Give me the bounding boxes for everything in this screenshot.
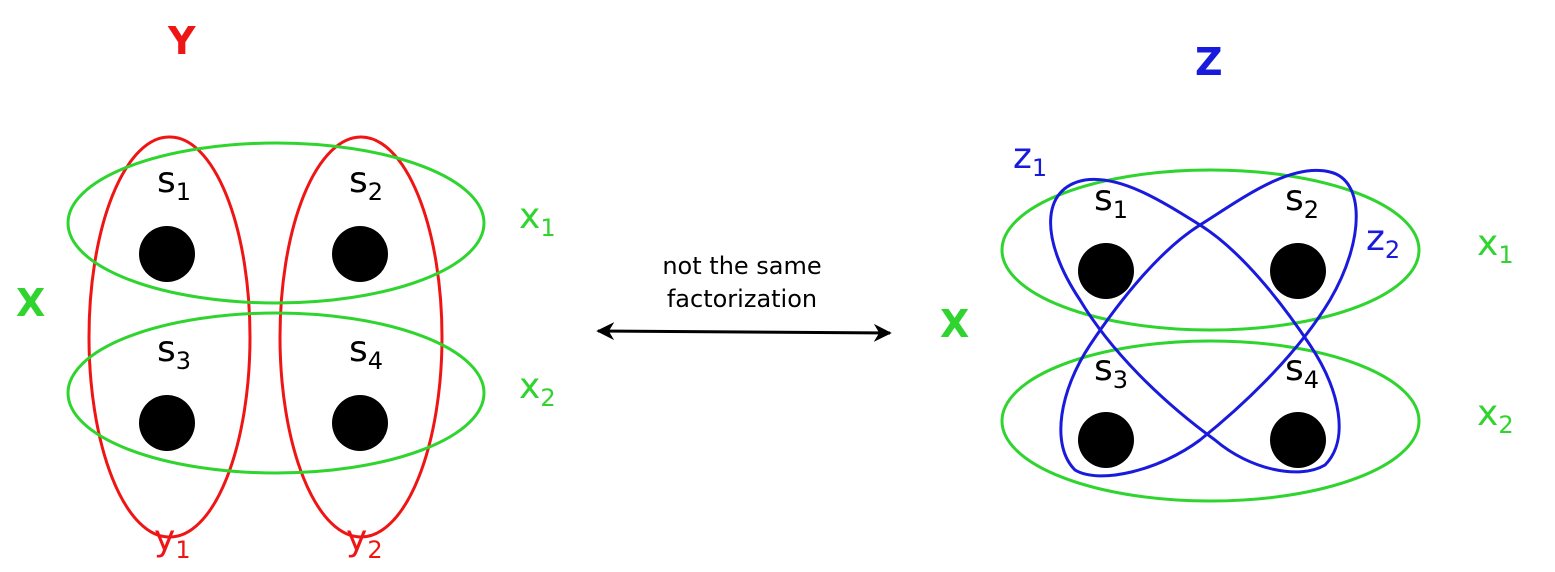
state-label-s2: s2 [349,160,383,206]
state-label-s2-right: s2 [1285,178,1319,224]
x2-label-right: x2 [1477,393,1514,439]
x1-region [66,141,486,305]
y2-region [278,135,444,539]
state-label-s3: s3 [157,329,191,375]
note-line-2: factorization [667,285,817,313]
x2-region [66,311,486,475]
x1-label-right: x1 [1477,223,1514,269]
point-s2-right [1270,243,1326,299]
x2-region-right [1000,339,1421,503]
double-arrow [596,322,892,342]
y2-label: y2 [346,518,383,564]
state-label-s3-right: s3 [1094,348,1128,394]
z2-label: z2 [1366,218,1400,264]
z-partition-title: Z [1195,40,1223,84]
y1-region [87,135,252,539]
note-line-1: not the same [662,252,821,280]
point-s2 [332,226,388,282]
point-s3-right [1078,412,1134,468]
state-label-s1: s1 [157,160,191,206]
y-partition-title: Y [167,19,196,63]
x1-label-left: x1 [519,196,556,242]
comparison-note: not the same factorization [596,252,892,342]
x1-region-right [1000,168,1421,332]
right-diagram: s1 s2 s3 s4 Z X x1 x2 z1 z2 [940,40,1514,503]
z1-label: z1 [1013,136,1047,182]
x-partition-title-right: X [940,302,969,346]
z2-region [1059,169,1358,478]
point-s4 [332,395,388,451]
point-s1 [139,226,195,282]
point-s3 [139,395,195,451]
state-label-s1-right: s1 [1094,178,1128,224]
state-label-s4-right: s4 [1285,348,1319,394]
y1-label: y1 [154,518,191,564]
x2-label-left: x2 [519,366,556,412]
left-diagram: s1 s2 s3 s4 Y X x1 x2 y1 y2 [16,19,556,564]
x-partition-title-left: X [16,281,45,325]
state-label-s4: s4 [349,329,383,375]
point-s1-right [1078,243,1134,299]
point-s4-right [1270,412,1326,468]
